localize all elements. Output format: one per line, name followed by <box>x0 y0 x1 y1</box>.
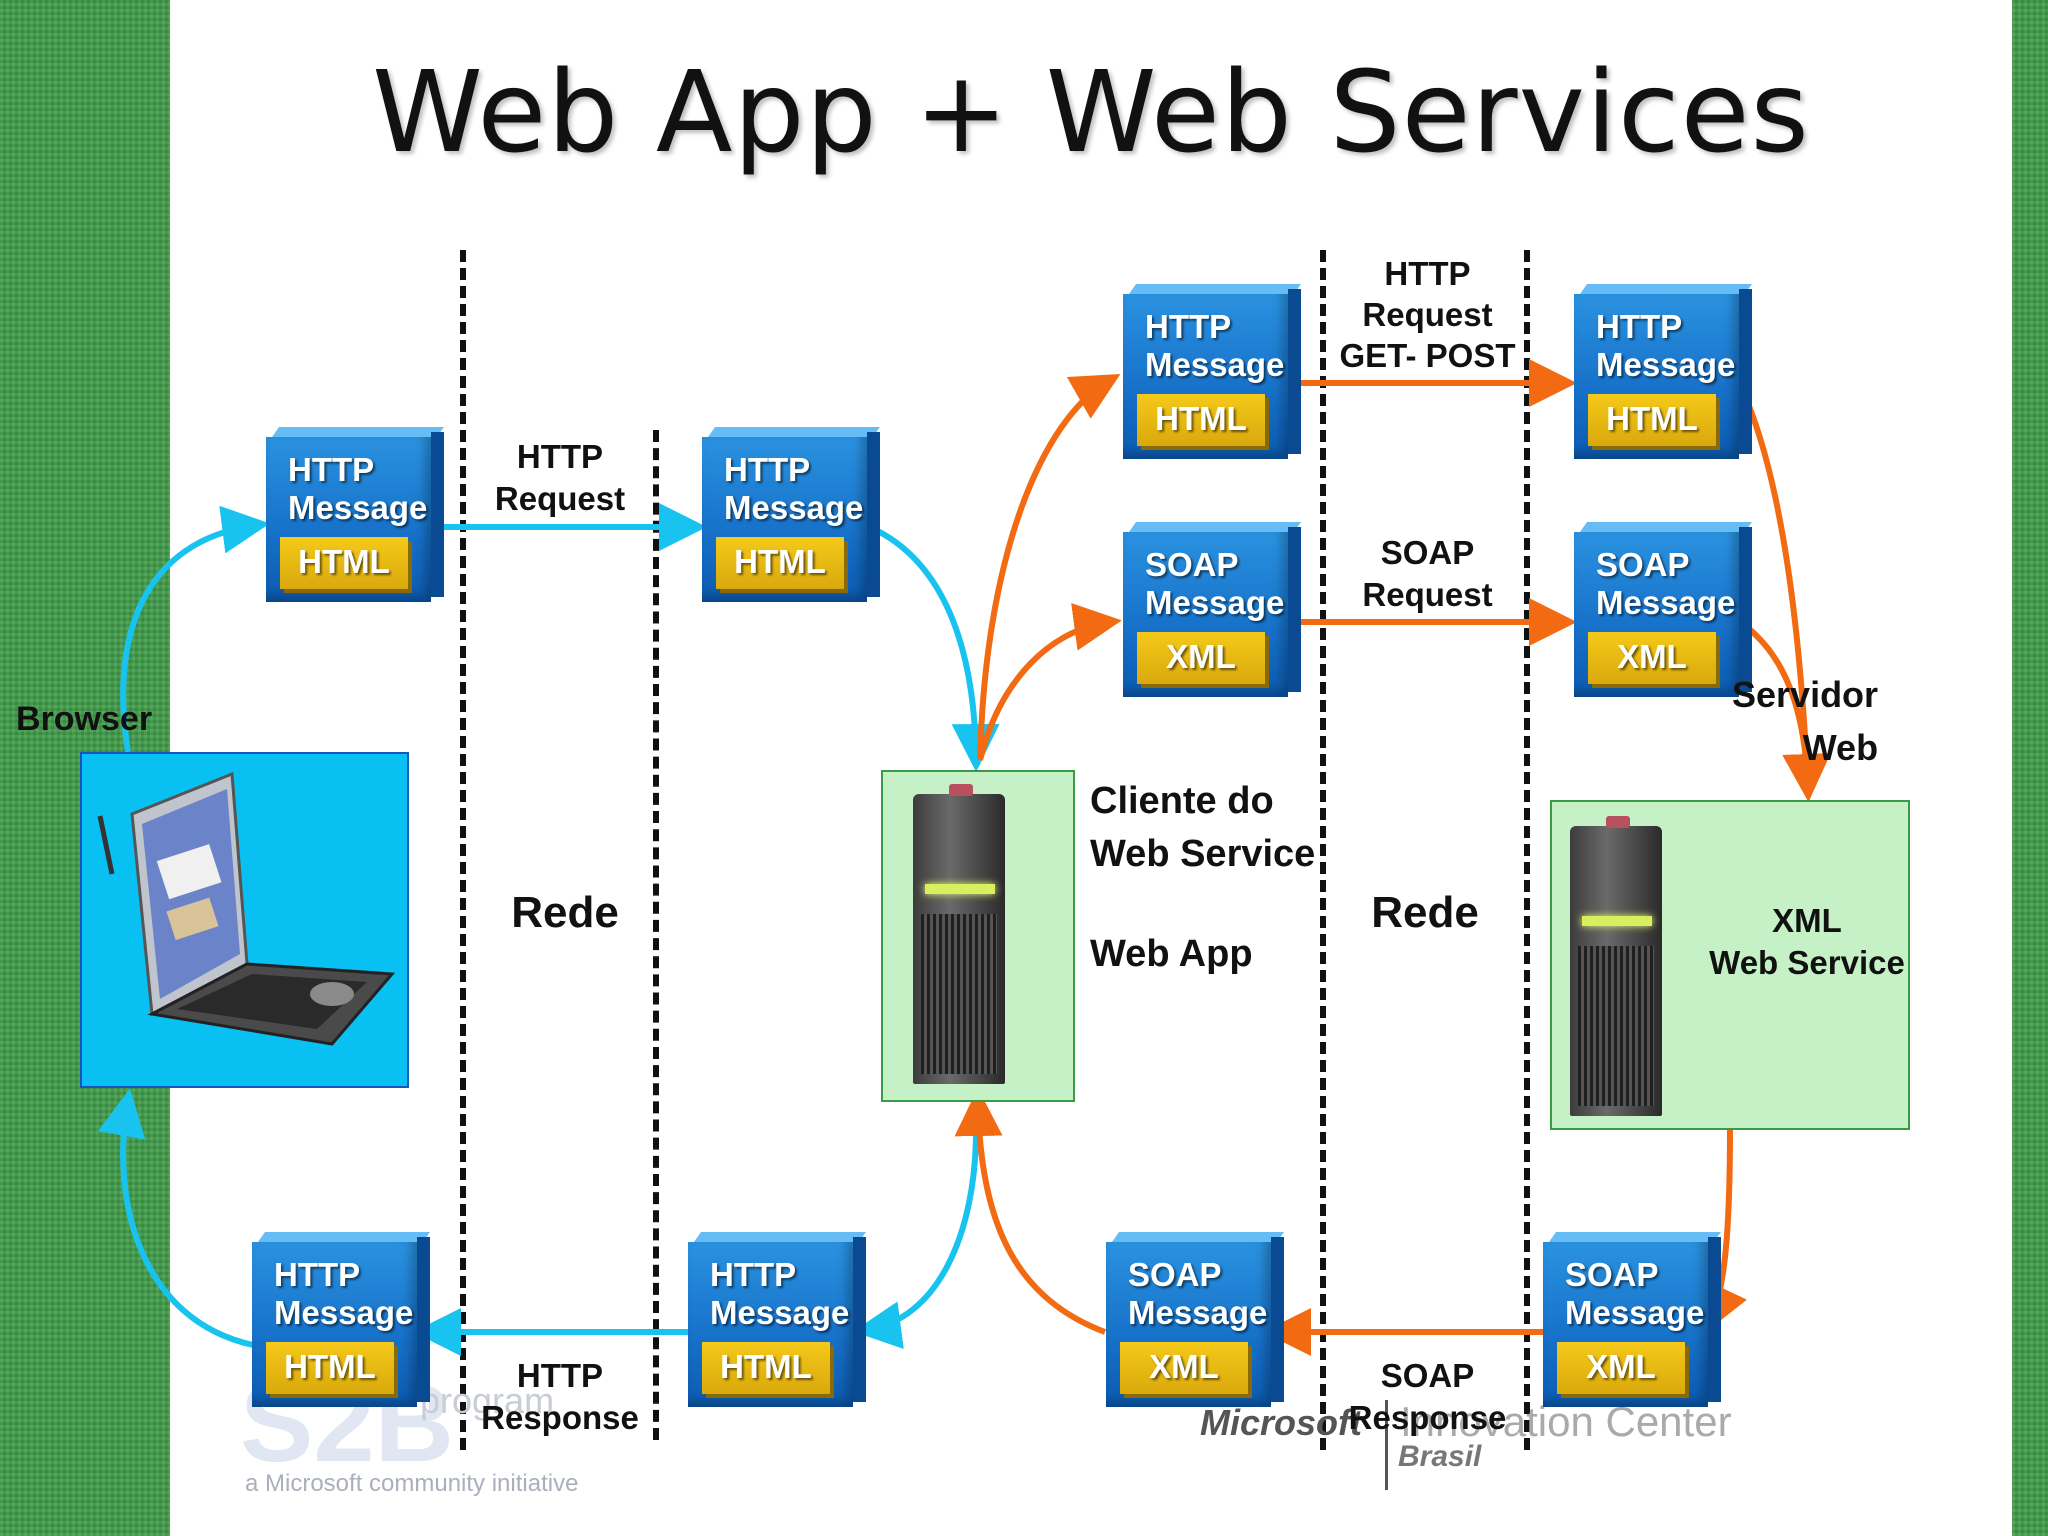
laptop-icon <box>97 771 396 1046</box>
webapp-server-box <box>881 770 1075 1102</box>
message-payload: XML <box>1149 1348 1219 1385</box>
message-http-webapp-response: HTTP Message HTML <box>688 1232 867 1410</box>
browser-laptop-box <box>80 752 409 1088</box>
slide-title: Web App + Web Services <box>372 48 1810 178</box>
message-payload: HTML <box>720 1348 812 1385</box>
message-soap-server-out: SOAP Message XML <box>1543 1232 1722 1410</box>
rede-right-label: Rede <box>1371 888 1479 937</box>
arrow-browser-to-m1 <box>120 505 270 753</box>
network-boundary-4 <box>1524 250 1530 1450</box>
arrow-m7-to-browser <box>98 1088 254 1348</box>
arrow-m4-to-server <box>1737 383 1831 802</box>
s2b-tagline: a Microsoft community initiative <box>245 1470 579 1497</box>
microsoft-brand: Microsoft <box>1200 1402 1362 1443</box>
message-payload: HTML <box>284 1348 376 1385</box>
message-title: SOAP Message <box>1145 546 1285 621</box>
message-title: SOAP Message <box>1128 1256 1268 1331</box>
webapp-label: Web App <box>1090 933 1253 975</box>
server-tower-icon <box>913 784 1013 1084</box>
message-title: SOAP Message <box>1565 1256 1705 1331</box>
arrow-m6-to-server <box>1738 619 1831 802</box>
brasil-text: Brasil <box>1398 1440 1482 1473</box>
message-http-browser-in: HTTP Message HTML <box>252 1232 431 1410</box>
webservice-server-box: XML Web Service <box>1550 800 1910 1130</box>
network-boundary-1 <box>460 250 466 1450</box>
arrow-m9-to-webapp <box>954 1088 1107 1335</box>
message-http-webapp-out: HTTP Message HTML <box>1123 284 1302 462</box>
http-response-label: HTTP Response <box>481 1357 639 1436</box>
webapp-client-label: Cliente do Web Service <box>1090 780 1316 875</box>
network-boundary-2 <box>653 430 659 1440</box>
message-soap-server-in: SOAP Message XML <box>1574 522 1753 700</box>
arrow-webapp-to-m8 <box>853 1134 979 1349</box>
message-payload: XML <box>1586 1348 1656 1385</box>
soap-request-label: SOAP Request <box>1362 534 1493 613</box>
message-payload: HTML <box>1606 400 1698 437</box>
arrow-webapp-to-m3 <box>977 374 1121 761</box>
message-http-server-in: HTTP Message HTML <box>1574 284 1753 462</box>
message-title: HTTP Message <box>274 1256 414 1331</box>
soap-response-label: SOAP Response <box>1348 1357 1507 1436</box>
message-soap-webapp-in: SOAP Message XML <box>1106 1232 1285 1410</box>
xml-web-service-label: XML Web Service <box>1709 902 1905 981</box>
rede-left-label: Rede <box>511 888 619 937</box>
brand-divider <box>1385 1400 1388 1490</box>
message-soap-webapp-out: SOAP Message XML <box>1123 522 1302 700</box>
message-title: HTTP Message <box>288 451 428 526</box>
right-green-border <box>2012 0 2048 1536</box>
message-title: SOAP Message <box>1596 546 1736 621</box>
message-payload: HTML <box>298 543 390 580</box>
message-http-webapp-in: HTTP Message HTML <box>702 427 881 605</box>
network-boundary-3 <box>1320 250 1326 1450</box>
browser-label: Browser <box>16 700 153 738</box>
http-request-get-post-label: HTTP Request GET- POST <box>1339 255 1516 374</box>
message-http-browser-out: HTTP Message HTML <box>266 427 445 605</box>
message-title: HTTP Message <box>724 451 864 526</box>
message-title: HTTP Message <box>1145 308 1285 383</box>
s2b-program-text: program <box>420 1380 555 1421</box>
arrow-webapp-to-m5 <box>977 602 1122 761</box>
servidor-web-label: Servidor Web <box>1732 674 1879 768</box>
message-payload: HTML <box>734 543 826 580</box>
message-payload: XML <box>1617 638 1687 675</box>
message-title: HTTP Message <box>710 1256 850 1331</box>
message-payload: HTML <box>1155 400 1247 437</box>
arrow-m2-to-webapp <box>863 522 1000 772</box>
http-request-label: HTTP Request <box>494 438 626 517</box>
message-title: HTTP Message <box>1596 308 1736 383</box>
message-payload: XML <box>1166 638 1236 675</box>
server-tower-icon <box>1570 816 1670 1116</box>
